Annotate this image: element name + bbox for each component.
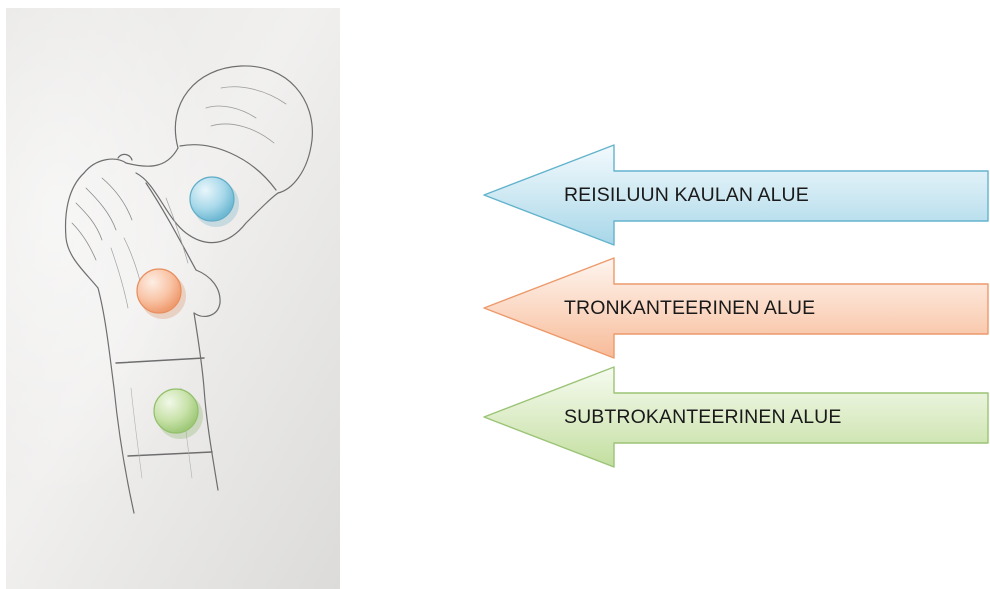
zone-label: TRONKANTEERINEN ALUE [564,256,815,360]
zone-label: SUBTROKANTEERINEN ALUE [564,365,841,469]
femur-sketch-photo [6,8,340,589]
zone-label: REISILUUN KAULAN ALUE [564,143,809,247]
zone-arrow-trochanteric: TRONKANTEERINEN ALUE [480,256,990,360]
zone-arrow-subtrochanteric: SUBTROKANTEERINEN ALUE [480,365,990,469]
zone-arrow-femoral-neck: REISILUUN KAULAN ALUE [480,143,990,247]
